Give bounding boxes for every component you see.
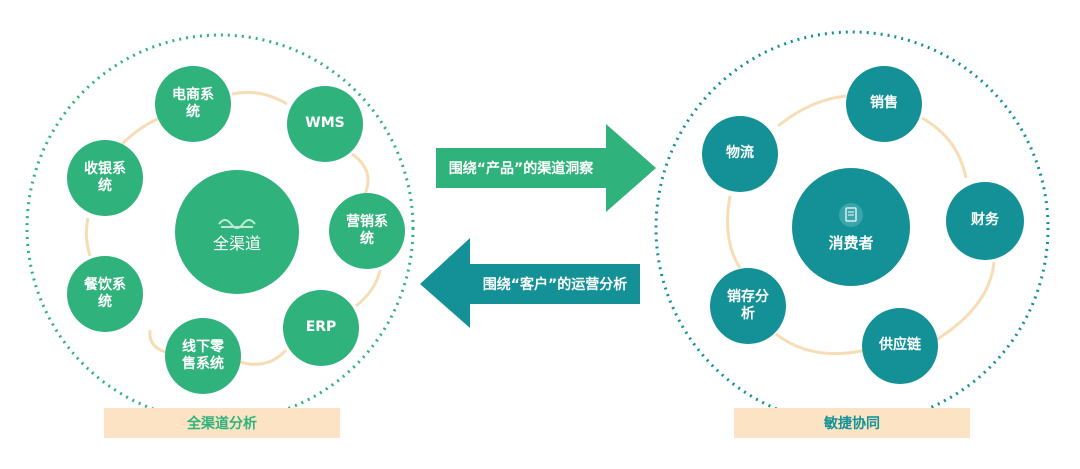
node-supply-chain: 供应链 <box>862 308 938 384</box>
left-footer: 全渠道分析 <box>104 408 340 438</box>
node-logistics: 物流 <box>702 116 778 192</box>
node-label: ERP <box>305 319 337 336</box>
document-icon <box>839 202 863 227</box>
left-dotted-circle <box>25 33 415 423</box>
node-label: 财务 <box>971 212 999 229</box>
connector <box>775 332 867 356</box>
connector <box>355 269 382 308</box>
right-dotted-circle <box>654 30 1050 426</box>
node-label: 销售 <box>870 95 898 112</box>
connector <box>921 116 968 179</box>
node-label: 物流 <box>726 145 754 162</box>
node-erp: ERP <box>283 290 359 366</box>
connector <box>239 348 288 366</box>
left-ring-connectors <box>84 90 382 366</box>
node-label: 供应链 <box>879 337 921 354</box>
node-label: 营销系统 <box>346 213 388 248</box>
node-wms: WMS <box>287 86 363 162</box>
node-label: 销存分析 <box>727 288 769 323</box>
node-label: 餐饮系统 <box>84 276 126 311</box>
connector <box>84 217 92 257</box>
node-label: WMS <box>305 115 345 132</box>
right-ring-connectors <box>726 94 996 356</box>
node-sales: 销售 <box>846 66 922 142</box>
backward-arrow-label: 围绕“客户”的运营分析 <box>482 277 628 293</box>
backward-arrow <box>420 238 640 328</box>
connector <box>935 261 996 342</box>
forward-arrow <box>436 124 656 212</box>
left-center-node: 全渠道 <box>175 170 299 294</box>
node-cashier: 收银系统 <box>67 140 143 216</box>
node-label: 线下零售系统 <box>182 338 224 373</box>
node-marketing: 营销系统 <box>329 193 405 269</box>
node-catering: 餐饮系统 <box>67 256 143 332</box>
node-finance: 财务 <box>946 182 1024 260</box>
connector <box>777 94 847 128</box>
node-label: 收银系统 <box>84 160 126 195</box>
node-offline-retail: 线下零售系统 <box>165 318 241 394</box>
connector <box>351 152 370 195</box>
node-ecommerce: 电商系统 <box>155 66 231 142</box>
wave-icon <box>218 219 256 229</box>
node-inventory-analysis: 销存分析 <box>710 268 786 344</box>
connector <box>231 90 288 106</box>
connector <box>726 195 742 269</box>
right-footer: 敏捷协同 <box>734 408 970 438</box>
connector <box>148 329 166 354</box>
node-label: 电商系统 <box>172 86 214 121</box>
connector <box>118 116 161 148</box>
left-center-label: 全渠道 <box>212 234 261 253</box>
right-center-node: 消费者 <box>792 168 910 286</box>
right-center-label: 消费者 <box>828 233 874 252</box>
forward-arrow-label: 围绕“产品”的渠道洞察 <box>448 161 594 177</box>
